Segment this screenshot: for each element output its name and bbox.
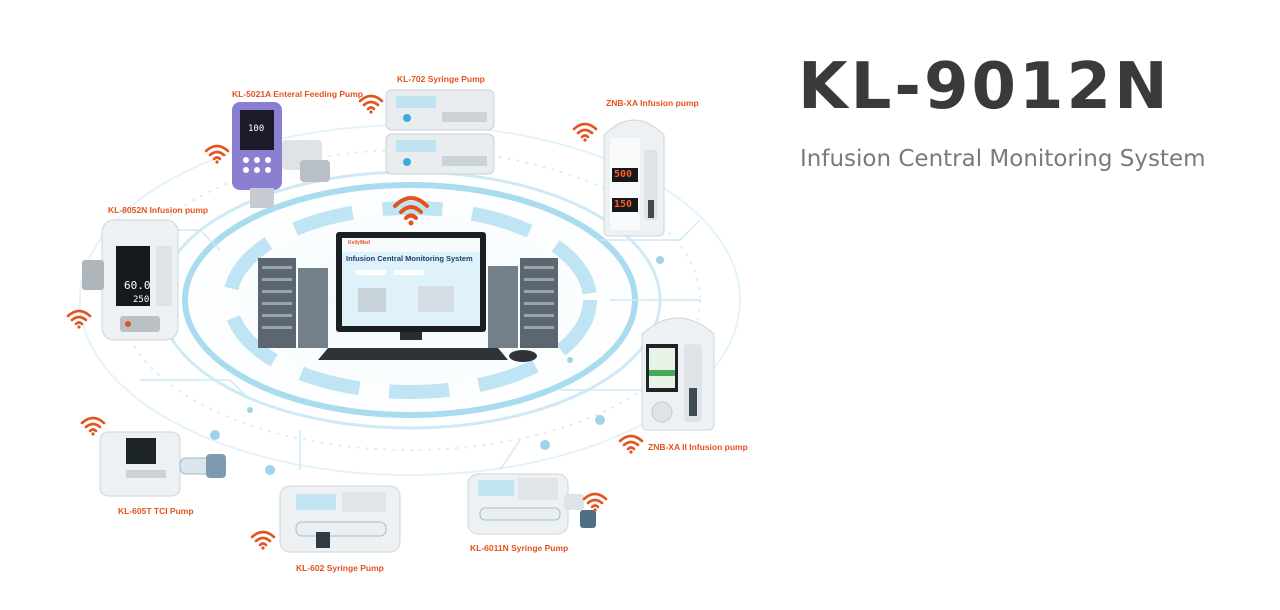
- wifi-icon: [358, 94, 384, 114]
- wifi-icon: [618, 434, 644, 454]
- kl-702-syringe-pump: [385, 89, 495, 175]
- kl-605t-tci-pump: [99, 431, 226, 497]
- device-label-kl-602: KL-602 Syringe Pump: [296, 563, 384, 573]
- kl8052-volume-display: 250: [133, 295, 150, 305]
- enteral-feeding-pump: [232, 102, 330, 208]
- device-label-znb-xa-ii: ZNB-XA II Infusion pump: [648, 442, 748, 452]
- wifi-icon: [582, 492, 608, 512]
- device-label-kl-702: KL-702 Syringe Pump: [397, 74, 485, 84]
- page-title: KL-9012N: [798, 50, 1171, 124]
- znb-rate-display: 500: [614, 169, 633, 180]
- wifi-icon: [80, 416, 106, 436]
- kl-8052n-infusion-pump: [82, 219, 179, 341]
- wifi-icon: [572, 122, 598, 142]
- central-workstation: [258, 232, 558, 362]
- device-label-znb-xa: ZNB-XA Infusion pump: [606, 98, 699, 108]
- enteral-rate-display: 100: [248, 124, 265, 134]
- znb-volume-display: 150: [614, 199, 633, 210]
- device-label-kl-8052n: KL-8052N Infusion pump: [108, 205, 209, 215]
- wifi-icon: [204, 144, 230, 164]
- monitor-screen-title: Infusion Central Monitoring System: [346, 254, 473, 263]
- kl8052-rate-display: 60.0: [124, 279, 151, 292]
- page-subtitle: Infusion Central Monitoring System: [800, 146, 1206, 172]
- device-label-kl-6011n: KL-6011N Syringe Pump: [470, 543, 569, 553]
- monitor-brand: KellyMed: [348, 240, 370, 246]
- kl-602-syringe-pump: [279, 485, 401, 553]
- device-label-kl-605t: KL-605T TCI Pump: [118, 506, 194, 516]
- znb-xa-ii-infusion-pump: [641, 317, 715, 431]
- wifi-icon: [250, 530, 276, 550]
- wifi-icon: [66, 309, 92, 329]
- device-label-kl-5021a: KL-5021A Enteral Feeding Pump: [232, 89, 363, 99]
- wifi-icon: [393, 196, 429, 226]
- znb-xa-infusion-pump: [603, 119, 665, 237]
- kl-6011n-syringe-pump: [467, 473, 596, 535]
